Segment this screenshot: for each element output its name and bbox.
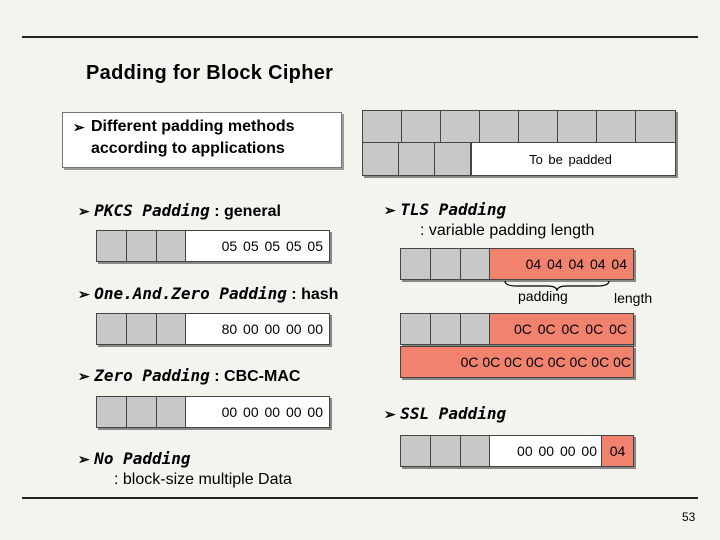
pkcs-name: PKCS Padding: [94, 201, 210, 220]
intro-bullet-box: ➢ Different padding methods according to…: [62, 112, 342, 168]
page-number: 53: [682, 510, 696, 524]
arrow-bullet-icon: ➢: [78, 286, 90, 302]
one-and-zero-desc: : hash: [291, 286, 339, 303]
top-rule: [22, 36, 698, 38]
data-block-top: [362, 110, 676, 144]
pkcs-desc: : general: [214, 203, 281, 220]
ssl-name: SSL Padding: [400, 404, 507, 423]
data-block-bottom: To be padded: [362, 142, 676, 176]
tls-block-3: 0C 0C 0C 0C 0C 0C 0C 0C: [400, 346, 634, 378]
zero-pad-bytes: 00 00 00 00 00: [185, 397, 329, 427]
no-padding-name: No Padding: [94, 449, 191, 468]
tls-length-label: length: [614, 290, 653, 306]
intro-line-1: Different padding methods: [91, 118, 295, 135]
zero-bullet: ➢ Zero Padding : CBC-MAC: [78, 366, 300, 386]
tls-desc: : variable padding length: [420, 222, 595, 239]
zero-block: 00 00 00 00 00: [96, 396, 330, 428]
pkcs-bullet: ➢ PKCS Padding : general: [78, 201, 281, 221]
arrow-bullet-icon: ➢: [73, 119, 85, 135]
zero-desc: : CBC-MAC: [214, 368, 301, 385]
tls-pad-bytes-3: 0C 0C 0C 0C 0C 0C 0C 0C: [401, 347, 633, 377]
ssl-length-byte: 04: [601, 436, 633, 466]
ssl-block: 00 00 00 00 04: [400, 435, 634, 467]
bottom-rule: [22, 497, 698, 499]
slide-title: Padding for Block Cipher: [86, 62, 334, 84]
one-and-zero-pad-bytes: 80 00 00 00 00: [185, 314, 329, 344]
no-padding-bullet: ➢ No Padding: [78, 449, 191, 469]
arrow-bullet-icon: ➢: [384, 202, 396, 218]
to-be-padded-label: To be padded: [471, 143, 675, 175]
tls-padding-label: padding: [518, 288, 568, 304]
tls-pad-bytes-1: 04 04 04 04 04: [489, 249, 633, 279]
arrow-bullet-icon: ➢: [384, 406, 396, 422]
ssl-pad-bytes: 00 00 00 00: [489, 436, 601, 466]
zero-name: Zero Padding: [94, 366, 210, 385]
arrow-bullet-icon: ➢: [78, 203, 90, 219]
one-and-zero-bullet: ➢ One.And.Zero Padding : hash: [78, 284, 338, 304]
tls-block-2: 0C 0C 0C 0C 0C: [400, 313, 634, 345]
one-and-zero-name: One.And.Zero Padding: [94, 284, 287, 303]
arrow-bullet-icon: ➢: [78, 451, 90, 467]
pkcs-pad-bytes: 05 05 05 05 05: [185, 231, 329, 261]
padding-brace-icon: [504, 280, 610, 292]
no-padding-desc: : block-size multiple Data: [114, 471, 292, 488]
ssl-bullet: ➢ SSL Padding: [384, 404, 506, 424]
tls-pad-bytes-2: 0C 0C 0C 0C 0C: [489, 314, 633, 344]
intro-line-2: according to applications: [91, 140, 285, 157]
one-and-zero-block: 80 00 00 00 00: [96, 313, 330, 345]
tls-block-1: 04 04 04 04 04: [400, 248, 634, 280]
pkcs-block: 05 05 05 05 05: [96, 230, 330, 262]
tls-name: TLS Padding: [400, 200, 507, 219]
tls-bullet: ➢ TLS Padding: [384, 200, 506, 220]
arrow-bullet-icon: ➢: [78, 368, 90, 384]
